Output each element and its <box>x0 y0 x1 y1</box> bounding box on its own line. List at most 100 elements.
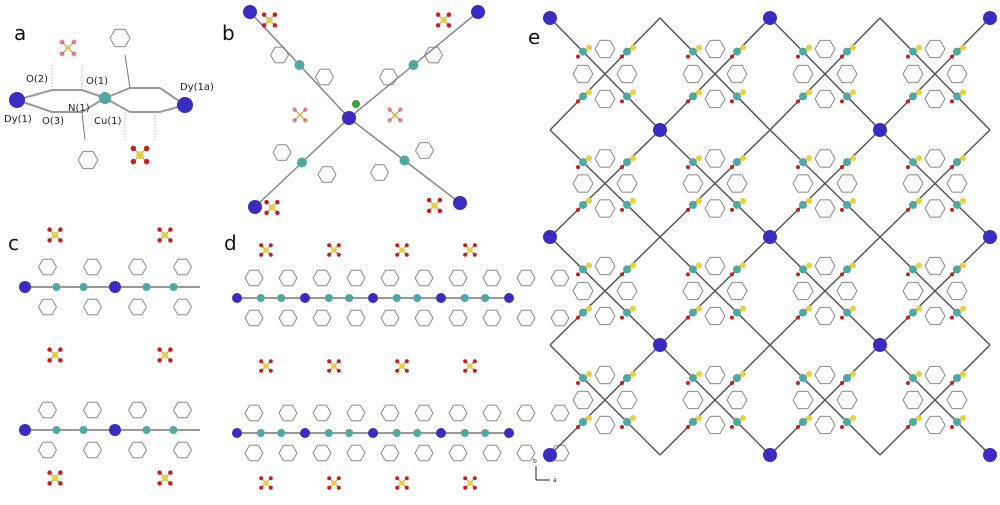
bond <box>496 277 502 287</box>
oxygen-atom <box>47 227 52 232</box>
sulfur-atom <box>916 371 922 377</box>
bond <box>394 412 400 422</box>
dysprosium-atom <box>983 230 997 244</box>
sulfur-atom <box>467 247 473 253</box>
bond <box>726 399 733 409</box>
bond <box>414 309 420 319</box>
oxygen-atom <box>157 481 162 486</box>
oxygen-atom <box>261 12 267 17</box>
oxygen-atom <box>840 207 844 212</box>
oxygen-atom <box>950 425 954 429</box>
oxygen-atom <box>275 210 280 216</box>
sulfur-atom <box>586 44 592 51</box>
copper-atom <box>909 158 917 167</box>
copper-atom <box>909 374 917 382</box>
oxygen-atom <box>796 315 800 320</box>
oxygen-atom <box>906 315 910 320</box>
oxygen-atom <box>686 315 690 320</box>
bond <box>51 401 57 411</box>
bond <box>424 54 430 64</box>
bond <box>792 290 799 300</box>
bond <box>836 73 843 83</box>
bond <box>414 412 420 422</box>
bond <box>428 269 434 279</box>
sulfur-atom <box>630 197 636 204</box>
bond <box>609 265 616 275</box>
oxygen-atom <box>576 425 580 429</box>
bond <box>829 40 836 50</box>
bond <box>482 444 488 454</box>
oxygen-atom <box>426 197 432 203</box>
bond <box>292 444 298 454</box>
oxygen-atom <box>58 481 63 486</box>
copper-atom <box>79 283 88 291</box>
bond <box>394 404 400 414</box>
bond <box>448 444 454 454</box>
bond <box>946 399 953 409</box>
bond <box>564 444 570 454</box>
bond <box>631 65 638 75</box>
bond <box>550 412 556 422</box>
bond <box>394 317 400 327</box>
bond <box>516 444 522 454</box>
bond <box>496 269 502 279</box>
bond <box>414 317 420 327</box>
copper-atom <box>623 47 631 56</box>
oxygen-atom <box>686 99 690 104</box>
bond <box>814 374 821 384</box>
bond <box>394 309 400 319</box>
oxygen-atom <box>404 359 409 364</box>
bond <box>496 444 502 454</box>
bond <box>462 309 468 319</box>
bond <box>530 269 536 279</box>
copper-atom <box>799 374 807 382</box>
bond <box>360 404 366 414</box>
oxygen-atom <box>950 381 954 385</box>
copper-atom <box>294 60 305 70</box>
oxygen-atom <box>463 243 468 248</box>
bond <box>704 424 711 434</box>
copper-atom <box>843 47 851 56</box>
oxygen-atom <box>398 107 403 112</box>
oxygen-atom <box>268 252 273 257</box>
sulfur-atom <box>916 197 922 204</box>
oxygen-atom <box>336 243 341 248</box>
bond <box>292 317 298 327</box>
copper-atom <box>52 283 61 291</box>
bond <box>496 452 502 462</box>
copper-atom <box>623 265 631 274</box>
bond <box>719 48 726 58</box>
sulfur-atom <box>161 351 169 359</box>
copper-atom <box>52 426 61 434</box>
bond <box>482 412 488 422</box>
oxygen-atom <box>264 210 269 216</box>
sulfur-atom <box>806 89 812 96</box>
bond <box>328 76 334 86</box>
bond <box>312 317 318 327</box>
bond <box>719 265 726 275</box>
sulfur-atom <box>960 305 966 312</box>
bond <box>312 404 318 414</box>
bond <box>631 174 638 184</box>
sulfur-atom <box>630 262 636 269</box>
bond <box>851 65 858 75</box>
bond <box>258 404 264 414</box>
bond <box>741 399 748 409</box>
sulfur-atom <box>740 89 746 96</box>
bond <box>96 441 102 451</box>
oxygen-atom <box>157 238 162 243</box>
bond <box>659 344 771 456</box>
bond <box>609 199 616 209</box>
bond <box>851 290 858 300</box>
bond <box>244 444 250 454</box>
bond <box>428 404 434 414</box>
bond <box>572 282 579 292</box>
bond <box>829 257 836 267</box>
bond <box>549 129 661 238</box>
copper-atom <box>142 426 151 434</box>
oxygen-atom <box>58 347 63 352</box>
bond <box>924 257 931 267</box>
bond <box>428 412 434 422</box>
oxygen-atom <box>336 368 341 373</box>
bond <box>360 452 366 462</box>
